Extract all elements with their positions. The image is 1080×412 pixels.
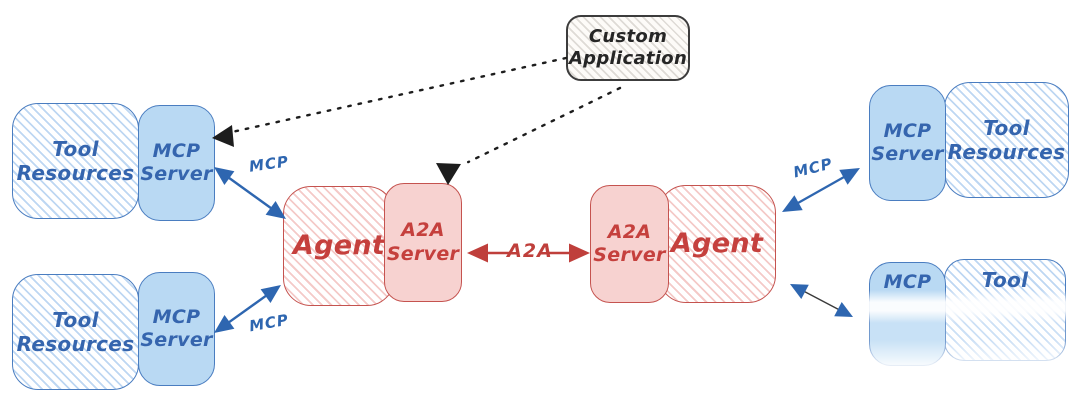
node-custom-application-label: Custom Application [568,26,688,69]
node-a2a-server-left: A2A Server [384,183,462,302]
node-a2a-server-right: A2A Server [590,185,669,303]
node-mcp-server-top-left: MCP Server [138,105,215,221]
node-custom-application: Custom Application [566,15,690,81]
edge-label-mcp-top-left: MCP [247,152,291,176]
custom-to-mcp-dotted-arrow [212,56,568,147]
node-mcp-server-top-right: MCP Server [869,85,946,201]
node-mcp-server-bottom-left: MCP Server [138,272,215,386]
node-tool-resources-bottom-left: Tool Resources [12,274,139,390]
node-tool-resources-top-left: Tool Resources [12,103,139,219]
node-a2a-server-right-label: A2A Server [593,220,666,266]
node-mcp-server-bottom-left-label: MCP Server [140,305,213,351]
node-agent-left: Agent [283,186,395,306]
node-mcp-server-top-right-label: MCP Server [871,119,944,165]
node-agent-right-label: Agent [670,227,764,259]
node-tool-resources-bottom-left-label: Tool Resources [16,307,135,356]
node-tool-resources-top-left-label: Tool Resources [16,136,135,185]
node-a2a-server-left-label: A2A Server [386,219,460,265]
mcp-link-bottom-right-arrow [790,284,853,317]
edge-label-a2a: A2A [507,240,553,262]
node-tool-bottom-right-label: Tool [981,268,1029,292]
node-agent-left-label: Agent [292,229,386,261]
node-mcp-server-top-left-label: MCP Server [140,139,213,185]
node-mcp-bottom-right-label: MCP [883,271,932,293]
custom-to-a2a-dotted-arrow [436,86,622,185]
node-mcp-bottom-right: MCP [869,262,946,366]
node-tool-resources-top-right: Tool Resources [944,82,1069,198]
node-tool-resources-top-right-label: Tool Resources [947,115,1066,164]
edge-label-mcp-bottom-left: MCP [247,310,291,336]
node-agent-right: Agent [658,185,776,303]
edge-label-mcp-top-right: MCP [791,154,835,182]
node-tool-bottom-right: Tool [944,259,1066,361]
